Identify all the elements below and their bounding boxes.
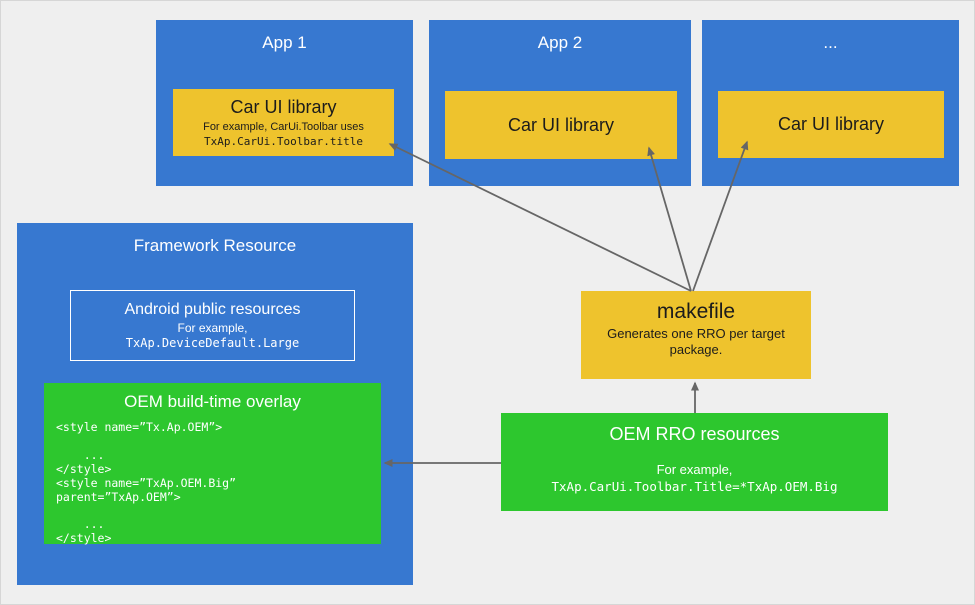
app2-box: App 2 Car UI library [429, 20, 691, 186]
app-more-box: ... Car UI library [702, 20, 959, 186]
makefile-subtitle: Generates one RRO per target package. [607, 326, 785, 358]
app-more-car-ui-library-box: Car UI library [718, 91, 944, 158]
framework-resource-box: Framework Resource Android public resour… [17, 223, 413, 585]
makefile-box: makefile Generates one RRO per target pa… [581, 291, 811, 379]
app1-car-ui-library-box: Car UI library For example, CarUi.Toolba… [173, 89, 394, 156]
framework-resource-title: Framework Resource [133, 236, 297, 255]
android-public-resources-box: Android public resources For example, Tx… [70, 290, 355, 361]
makefile-title: makefile [656, 300, 736, 323]
app1-example-label: For example, CarUi.Toolbar uses [203, 121, 364, 133]
app2-car-ui-library-title: Car UI library [507, 114, 614, 135]
app-more-car-ui-library-title: Car UI library [777, 114, 884, 134]
oem-rro-example-label: For example, [656, 462, 733, 477]
android-public-resources-title: Android public resources [124, 301, 301, 318]
app2-title: App 2 [537, 33, 583, 52]
app1-box: App 1 Car UI library For example, CarUi.… [156, 20, 413, 186]
app1-example-code: TxAp.CarUi.Toolbar.title [204, 135, 363, 148]
oem-rro-resources-box: OEM RRO resources For example, TxAp.CarU… [501, 413, 888, 511]
app2-car-ui-library-box: Car UI library [445, 91, 677, 159]
app1-title: App 1 [262, 33, 307, 52]
android-public-example-code: TxAp.DeviceDefault.Large [125, 336, 300, 350]
oem-overlay-code-snippet: <style name=”Tx.Ap.OEM”> ... </style> <s… [56, 420, 237, 546]
android-public-example-label: For example, [177, 321, 248, 335]
oem-build-time-overlay-title: OEM build-time overlay [124, 392, 301, 411]
app1-car-ui-library-title: Car UI library [230, 97, 337, 117]
oem-rro-resources-title: OEM RRO resources [609, 424, 780, 444]
app-more-title: ... [823, 33, 838, 52]
oem-build-time-overlay-box: OEM build-time overlay <style name=”Tx.A… [44, 383, 381, 546]
oem-rro-example-code: TxAp.CarUi.Toolbar.Title=*TxAp.OEM.Big [551, 479, 838, 494]
